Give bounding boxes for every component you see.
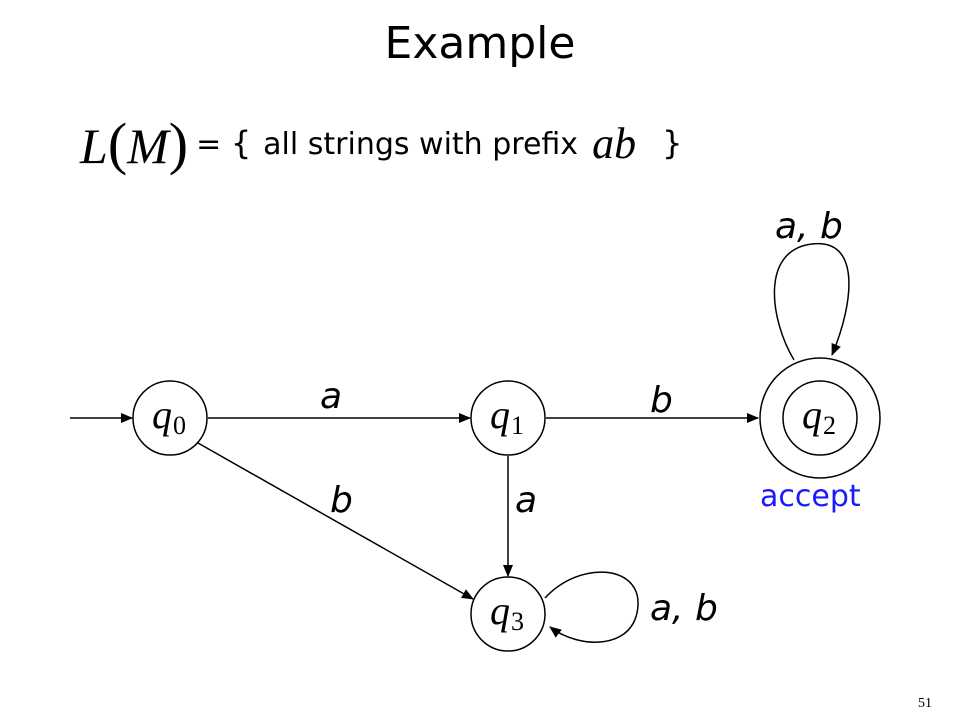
language-definition: L(M) = { all strings with prefix ab } bbox=[80, 108, 682, 178]
edge-label-q3-loop: a, b bbox=[650, 588, 718, 629]
state-q0-label: q0 bbox=[152, 392, 186, 440]
slide-title: Example bbox=[384, 18, 576, 69]
prefix-string: ab bbox=[592, 118, 637, 168]
open-brace: { bbox=[230, 124, 252, 162]
set-expression: = { all strings with prefix bbox=[196, 124, 578, 162]
state-q1-label: q1 bbox=[490, 392, 524, 440]
loop-q3 bbox=[544, 571, 639, 643]
language-machine: M bbox=[127, 117, 169, 174]
state-q2-label: q2 bbox=[802, 392, 836, 440]
open-paren-glyph: ( bbox=[107, 110, 128, 176]
language-name: L bbox=[80, 117, 108, 174]
state-q2-inner-circle bbox=[782, 380, 858, 456]
state-q0-circle bbox=[132, 380, 208, 456]
state-q3-circle bbox=[470, 576, 546, 652]
close-paren-glyph: ) bbox=[168, 110, 189, 176]
edge-label-q2-loop: a, b bbox=[775, 206, 843, 247]
edge-q0-q3 bbox=[197, 442, 474, 600]
accept-label: accept bbox=[760, 479, 861, 514]
page-number: 51 bbox=[918, 696, 932, 711]
equals-sign: = bbox=[196, 127, 222, 162]
state-q3-label: q3 bbox=[490, 588, 524, 636]
edge-label-q0-q3: b bbox=[330, 480, 353, 521]
edge-label-q1-q3: a bbox=[515, 480, 537, 521]
loop-q2 bbox=[773, 242, 850, 361]
set-description: all strings with prefix bbox=[263, 127, 579, 162]
edge-label-q1-q2: b bbox=[650, 380, 673, 421]
state-q1-circle bbox=[470, 380, 546, 456]
close-brace: } bbox=[662, 124, 683, 162]
set-close: } bbox=[662, 124, 682, 162]
edge-label-q0-q1: a bbox=[320, 376, 342, 417]
language-lhs: L(M) bbox=[80, 110, 188, 177]
